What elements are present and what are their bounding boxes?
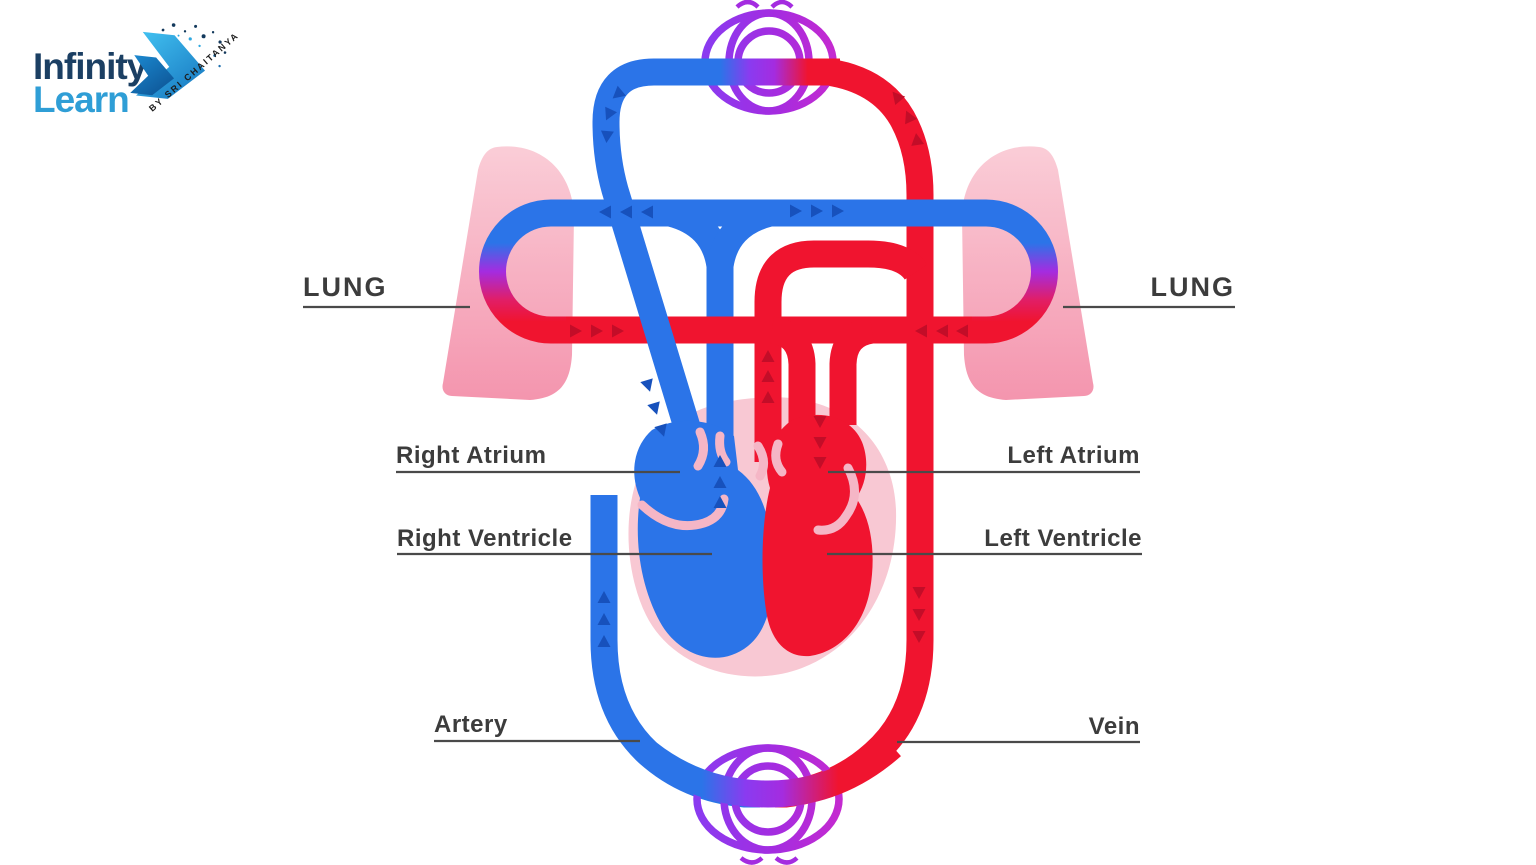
label-left-ventricle: Left Ventricle bbox=[827, 525, 1142, 556]
vein-from-head-tube bbox=[592, 58, 707, 454]
lung-left-shape bbox=[442, 146, 574, 400]
logo-wordmark: Infinity Learn bbox=[33, 46, 263, 120]
label-right-ventricle: Right Ventricle bbox=[397, 525, 712, 556]
left-heart-chambers bbox=[762, 414, 873, 657]
right-heart-chambers bbox=[634, 420, 773, 658]
right-lung-capillary-turn bbox=[972, 199, 1058, 344]
logo-brand-learn: Learn bbox=[33, 79, 130, 120]
left-ventricle-label: Left Ventricle bbox=[984, 525, 1142, 552]
aortic-arch-tube bbox=[754, 240, 928, 462]
head-capillary-bed bbox=[701, 0, 837, 115]
label-right-atrium: Right Atrium bbox=[396, 442, 680, 474]
lung-right-shape bbox=[962, 146, 1094, 400]
artery-to-head-tube bbox=[825, 58, 934, 272]
label-lung-left: LUNG bbox=[303, 272, 470, 309]
artery-label: Artery bbox=[434, 711, 508, 738]
label-artery: Artery bbox=[434, 711, 640, 743]
logo-arrow-icon bbox=[130, 23, 227, 99]
label-vein: Vein bbox=[897, 713, 1140, 744]
label-left-atrium: Left Atrium bbox=[828, 442, 1140, 474]
lung-right-label: LUNG bbox=[1151, 272, 1236, 302]
right-ventricle-label: Right Ventricle bbox=[397, 525, 573, 552]
pulmonary-vein-legs bbox=[769, 316, 875, 425]
logo-brand-infinity: Infinity bbox=[33, 46, 147, 87]
vein-label: Vein bbox=[1089, 713, 1140, 740]
heart-valves bbox=[637, 427, 859, 535]
lung-left-label: LUNG bbox=[303, 272, 388, 302]
left-lung-capillary-turn bbox=[479, 199, 566, 344]
left-atrium-label: Left Atrium bbox=[1007, 442, 1140, 469]
label-lung-right: LUNG bbox=[1063, 272, 1236, 309]
right-atrium-label: Right Atrium bbox=[396, 442, 546, 469]
body-capillary-tube bbox=[639, 735, 901, 808]
infinity-learn-logo: Infinity Learn BY SRI CHAITANYA bbox=[33, 14, 263, 144]
